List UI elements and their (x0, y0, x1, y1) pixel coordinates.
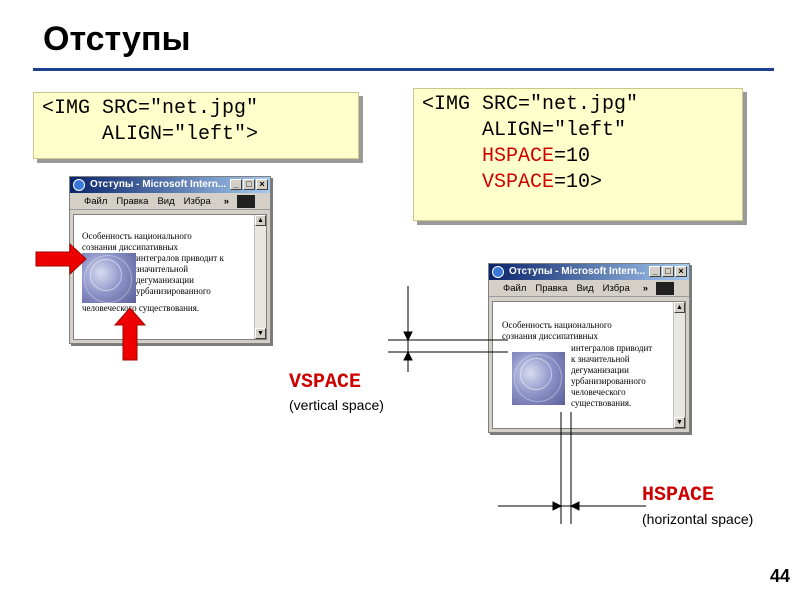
menu-bar: Файл Правка Вид Избра » (70, 193, 270, 210)
maximize-button[interactable]: □ (662, 266, 674, 277)
maximize-button[interactable]: □ (243, 179, 255, 190)
code-line: <IMG SRC="net.jpg" (422, 93, 639, 116)
net-image (512, 352, 565, 405)
hspace-caption: (horizontal space) (642, 511, 754, 527)
close-button[interactable]: × (675, 266, 687, 277)
browser-content: ▲ ▼ Особенность национального сознания д… (492, 301, 686, 429)
browser-title: Отступы - Microsoft Intern... (509, 266, 646, 277)
browser-title: Отступы - Microsoft Intern... (90, 179, 227, 190)
code-line-vspace: VSPACE=10> (422, 170, 734, 196)
chevron-more-icon[interactable]: » (642, 283, 648, 294)
scroll-up-icon[interactable]: ▲ (674, 302, 685, 313)
page-text-line: интегралов приводит к (136, 253, 224, 263)
page-text-line: дегуманизации (571, 365, 629, 375)
scroll-down-icon[interactable]: ▼ (255, 328, 266, 339)
menu-bar: Файл Правка Вид Избра » (489, 280, 689, 297)
browser-window-left: Отступы - Microsoft Intern... _ □ × Файл… (69, 176, 271, 344)
vspace-label: VSPACE (289, 371, 362, 394)
vertical-scrollbar[interactable]: ▲ ▼ (254, 215, 266, 339)
code-line: ALIGN="left" (422, 119, 627, 142)
hspace-label: HSPACE (642, 484, 715, 507)
windows-logo-icon (237, 195, 255, 208)
chevron-more-icon[interactable]: » (223, 196, 229, 207)
page-text-line: к значительной (571, 354, 630, 364)
window-controls: _ □ × (649, 266, 687, 277)
vspace-caption: (vertical space) (289, 397, 384, 413)
code-box-hspace-vspace: <IMG SRC="net.jpg" ALIGN="left" HSPACE=1… (413, 88, 743, 221)
hspace-attr: HSPACE (422, 145, 555, 168)
menu-item-view[interactable]: Вид (157, 196, 175, 207)
vspace-attr: VSPACE (422, 171, 555, 194)
scroll-up-icon[interactable]: ▲ (255, 215, 266, 226)
browser-content: ▲ ▼ Особенность национального сознания д… (73, 214, 267, 340)
menu-item-favorites[interactable]: Избра (183, 196, 211, 207)
scroll-down-icon[interactable]: ▼ (674, 417, 685, 428)
page-text-line: значительной (136, 264, 189, 274)
browser-title-bar: Отступы - Microsoft Intern... _ □ × (489, 264, 689, 280)
page-text-line: сознания диссипативных (82, 242, 179, 252)
windows-logo-icon (656, 282, 674, 295)
menu-item-file[interactable]: Файл (503, 283, 527, 294)
minimize-button[interactable]: _ (230, 179, 242, 190)
slide-title: Отступы (43, 20, 191, 58)
window-controls: _ □ × (230, 179, 268, 190)
menu-item-file[interactable]: Файл (84, 196, 108, 207)
close-button[interactable]: × (256, 179, 268, 190)
net-image (82, 253, 136, 303)
page-text-line: дегуманизации (136, 275, 194, 285)
ie-icon (73, 179, 85, 191)
page-text-line: Особенность национального (82, 231, 192, 241)
page-text-line: сознания диссипативных (502, 331, 599, 341)
page-text-line: Особенность национального (502, 320, 612, 330)
page-text-line: человеческого существования. (82, 303, 200, 313)
code-line-hspace: HSPACE=10 (422, 144, 734, 170)
code-line: ALIGN="left"> (42, 123, 259, 146)
ie-icon (492, 266, 504, 278)
menu-item-edit[interactable]: Правка (116, 196, 149, 207)
minimize-button[interactable]: _ (649, 266, 661, 277)
page-number: 44 (769, 566, 790, 586)
menu-item-edit[interactable]: Правка (535, 283, 568, 294)
code-box-align-left: <IMG SRC="net.jpg" ALIGN="left"> (33, 92, 359, 159)
vspace-value: =10> (554, 171, 603, 194)
page-text-line: существования. (571, 398, 632, 408)
code-line: <IMG SRC="net.jpg" (42, 97, 259, 120)
browser-title-bar: Отступы - Microsoft Intern... _ □ × (70, 177, 270, 193)
page-text-line: интегралов приводит (571, 343, 653, 353)
menu-item-favorites[interactable]: Избра (602, 283, 630, 294)
browser-window-right: Отступы - Microsoft Intern... _ □ × Файл… (488, 263, 690, 433)
title-underline (33, 68, 774, 71)
page-text-line: урбанизированного (571, 376, 646, 386)
page-text-line: человеческого (571, 387, 626, 397)
vertical-scrollbar[interactable]: ▲ ▼ (673, 302, 685, 428)
menu-item-view[interactable]: Вид (576, 283, 594, 294)
page-text-line: урбанизированного (136, 286, 211, 296)
hspace-value: =10 (554, 145, 591, 168)
